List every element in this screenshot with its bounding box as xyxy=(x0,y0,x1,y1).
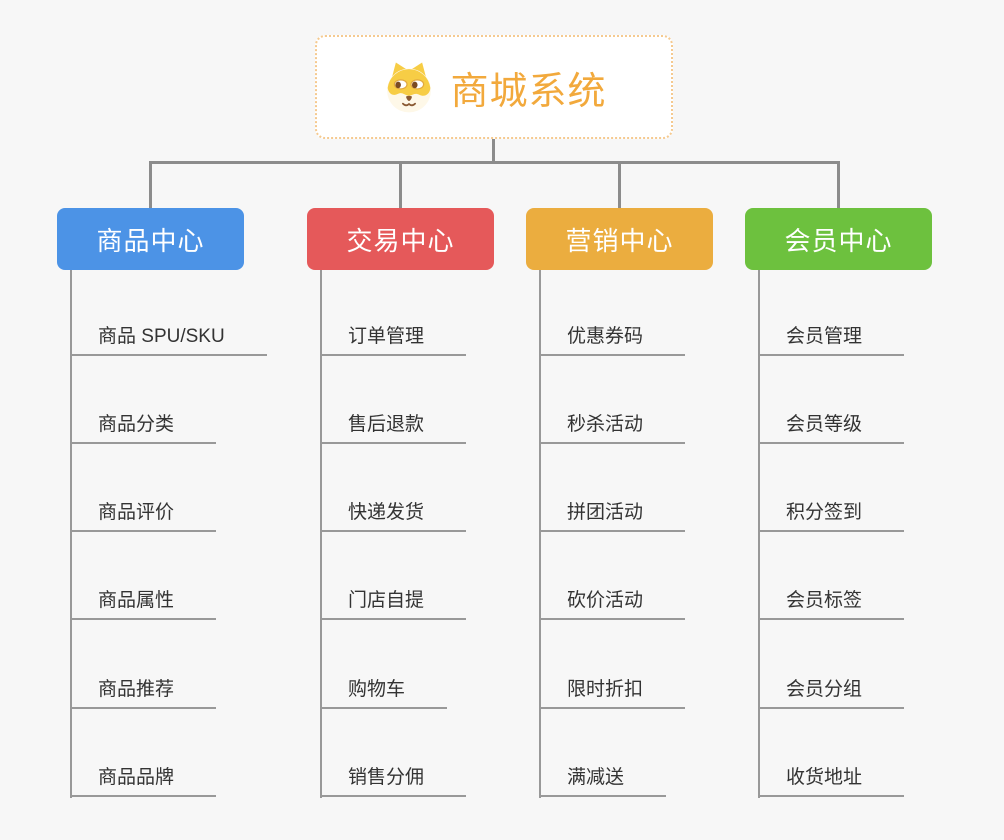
branch-column-member: 会员中心 会员管理 会员等级 积分签到 会员标签 会员分组 收货地址 xyxy=(745,0,1004,840)
branch-child-connector xyxy=(539,270,541,798)
leaf-node-shopping-cart[interactable]: 购物车 xyxy=(320,678,448,709)
connector-stub-branch-4 xyxy=(837,161,840,209)
leaf-node-store-pickup[interactable]: 门店自提 xyxy=(320,589,467,620)
leaf-node-points-checkin[interactable]: 积分签到 xyxy=(758,501,905,532)
leaf-node-group-buy[interactable]: 拼团活动 xyxy=(539,501,686,532)
branch-node-marketing-center[interactable]: 营销中心 xyxy=(526,208,713,270)
leaf-node-product-category[interactable]: 商品分类 xyxy=(70,413,217,444)
leaf-node-express-shipping[interactable]: 快递发货 xyxy=(320,501,467,532)
connector-stub-branch-3 xyxy=(618,161,621,209)
leaf-node-limited-time-discount[interactable]: 限时折扣 xyxy=(539,678,686,709)
root-node-mall-system[interactable]: 商城系统 xyxy=(315,35,673,139)
leaf-node-member-tag[interactable]: 会员标签 xyxy=(758,589,905,620)
leaf-node-product-attribute[interactable]: 商品属性 xyxy=(70,589,217,620)
leaf-node-order-management[interactable]: 订单管理 xyxy=(320,325,467,356)
leaf-node-shipping-address[interactable]: 收货地址 xyxy=(758,766,905,797)
shiba-dog-icon xyxy=(381,59,437,115)
leaf-node-member-group[interactable]: 会员分组 xyxy=(758,678,905,709)
leaf-node-flash-sale[interactable]: 秒杀活动 xyxy=(539,413,686,444)
leaf-node-product-review[interactable]: 商品评价 xyxy=(70,501,217,532)
branch-column-trade: 交易中心 订单管理 售后退款 快递发货 门店自提 购物车 销售分佣 xyxy=(307,0,567,840)
leaf-node-bargain-activity[interactable]: 砍价活动 xyxy=(539,589,686,620)
root-title: 商城系统 xyxy=(450,70,607,113)
connector-horizontal xyxy=(149,161,840,164)
leaf-node-spend-and-save[interactable]: 满减送 xyxy=(539,766,667,797)
leaf-node-product-spu-sku[interactable]: 商品 SPU/SKU xyxy=(70,325,267,356)
leaf-node-member-level[interactable]: 会员等级 xyxy=(758,413,905,444)
leaf-node-member-management[interactable]: 会员管理 xyxy=(758,325,905,356)
branch-node-trade-center[interactable]: 交易中心 xyxy=(307,208,494,270)
leaf-node-product-recommend[interactable]: 商品推荐 xyxy=(70,678,217,709)
connector-stub-branch-2 xyxy=(399,161,402,209)
connector-root-vertical xyxy=(492,139,495,164)
branch-child-connector xyxy=(320,270,322,798)
connector-stub-branch-1 xyxy=(149,161,152,209)
branch-column-product: 商品中心 商品 SPU/SKU 商品分类 商品评价 商品属性 商品推荐 商品品牌 xyxy=(57,0,317,840)
branch-column-marketing: 营销中心 优惠券码 秒杀活动 拼团活动 砍价活动 限时折扣 满减送 xyxy=(526,0,786,840)
leaf-node-product-brand[interactable]: 商品品牌 xyxy=(70,766,217,797)
branch-node-member-center[interactable]: 会员中心 xyxy=(745,208,932,270)
branch-node-product-center[interactable]: 商品中心 xyxy=(57,208,244,270)
branch-child-connector xyxy=(758,270,760,798)
leaf-node-sales-commission[interactable]: 销售分佣 xyxy=(320,766,467,797)
leaf-node-coupon-code[interactable]: 优惠券码 xyxy=(539,325,686,356)
branch-child-connector xyxy=(70,270,72,798)
leaf-node-aftersale-refund[interactable]: 售后退款 xyxy=(320,413,467,444)
